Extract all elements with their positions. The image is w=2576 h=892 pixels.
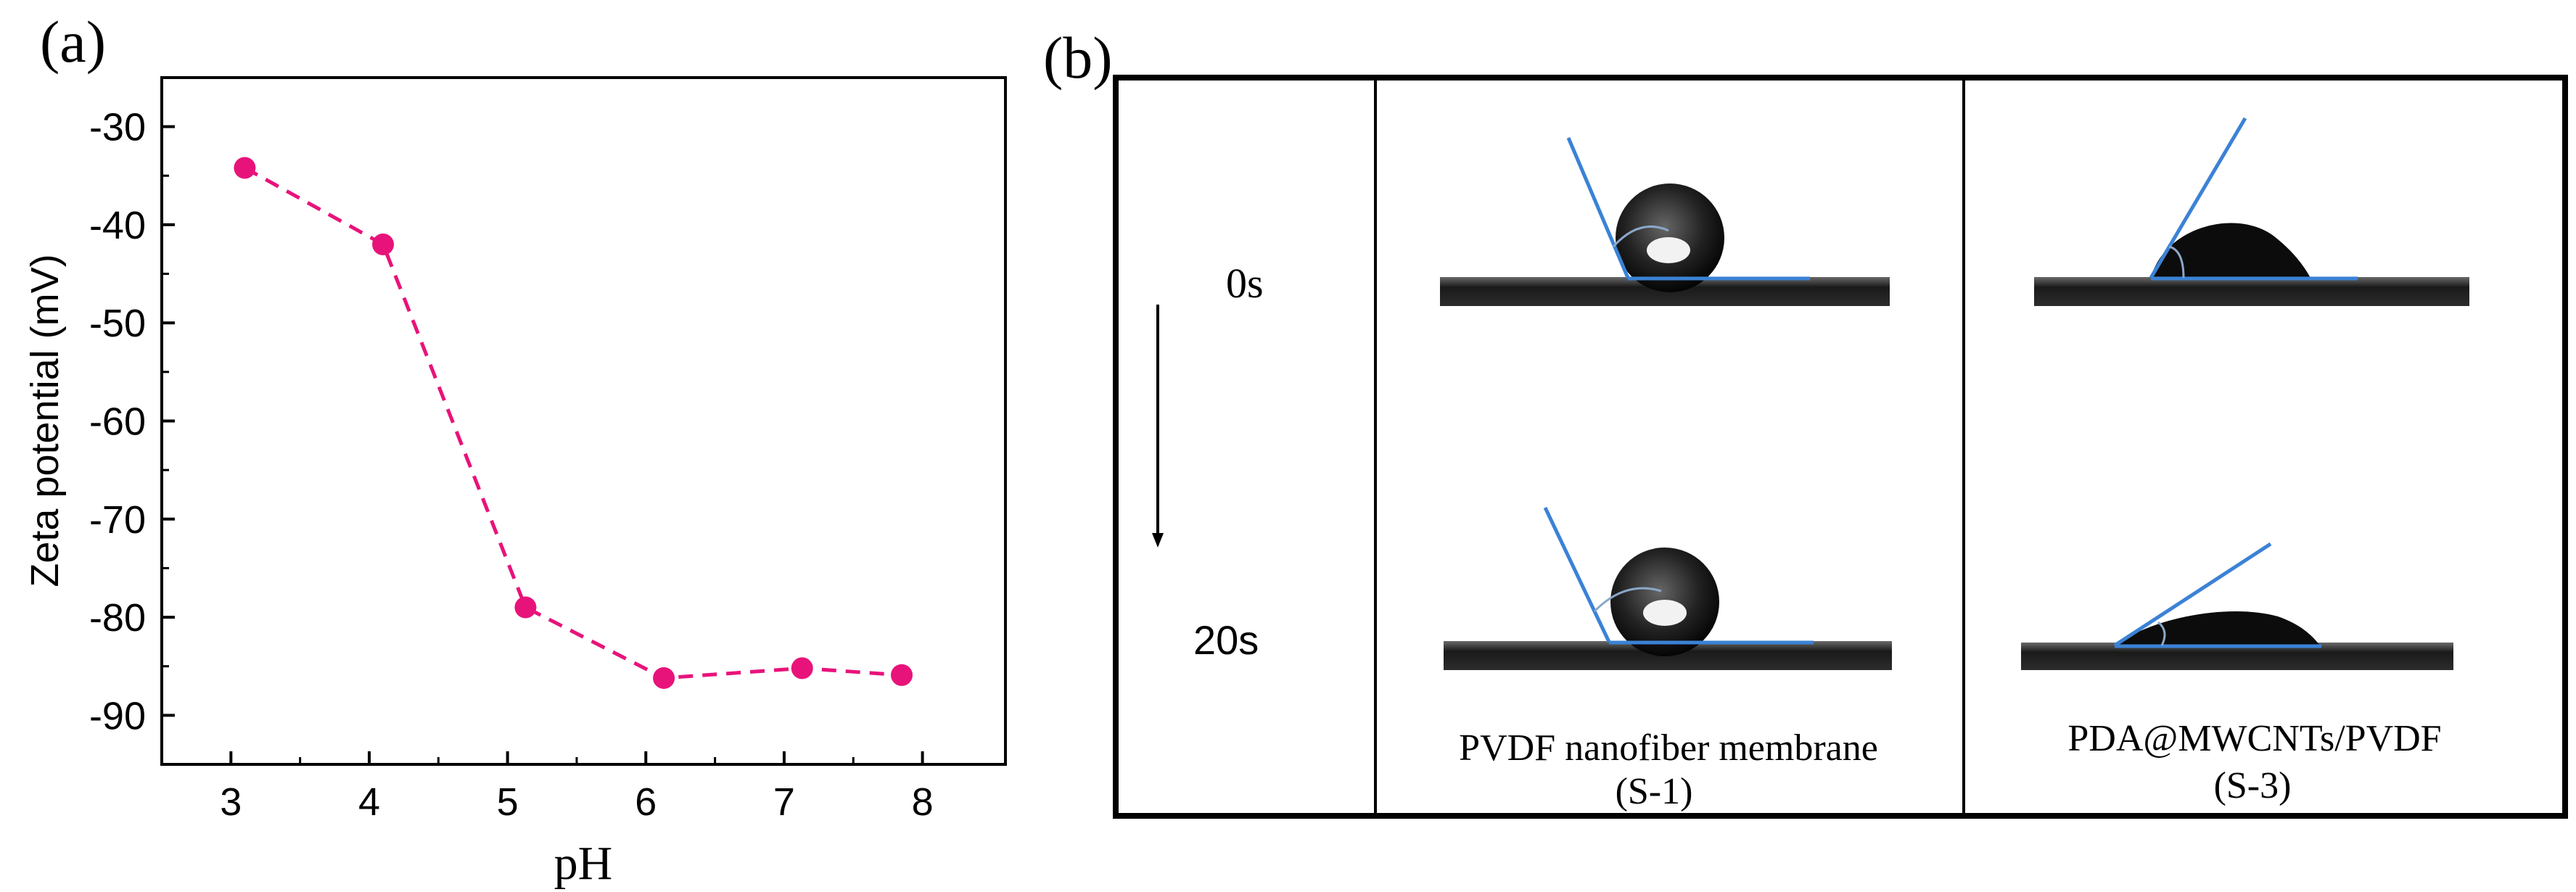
- y-tick-label: -70: [89, 498, 146, 542]
- s1-sample-label: (S-1): [1616, 771, 1693, 812]
- panel-a-label: (a): [40, 9, 106, 75]
- data-points: [234, 157, 913, 689]
- table-frame: [1113, 75, 2568, 819]
- x-tick-label: 3: [220, 780, 242, 824]
- panel-b-label: (b): [1043, 25, 1113, 91]
- s1-0s-image: [1440, 137, 1890, 306]
- data-point: [791, 657, 813, 680]
- x-tick-label: 5: [497, 780, 519, 824]
- y-tick-label: -50: [89, 302, 146, 345]
- angle-arc: [2157, 621, 2166, 646]
- y-tick-label: -40: [89, 204, 146, 247]
- y-axis-label: Zeta potential (mV): [23, 254, 67, 587]
- zeta-chart: -30 -40 -50 -60 -70 -80 -90 3 4 5 6 7 8 Zeta potent…: [23, 76, 1007, 890]
- y-tick-label: -80: [89, 596, 146, 640]
- angle-arc: [1593, 587, 1662, 613]
- membrane-base: [2034, 277, 2469, 306]
- s1-caption: PVDF nanofiber membrane: [1459, 727, 1878, 769]
- tangent-line: [1566, 137, 1630, 278]
- s1-20s-image: [1444, 506, 1892, 670]
- droplet-highlight: [1647, 237, 1690, 263]
- time-label-20s: 20s: [1193, 617, 1259, 663]
- s3-sample-label: (S-3): [2214, 765, 2292, 806]
- tangent-line: [2113, 542, 2272, 648]
- x-tick-label: 8: [912, 780, 934, 824]
- y-tick-label: -90: [89, 694, 146, 738]
- water-droplet: [2115, 611, 2320, 645]
- angle-arc: [1612, 225, 1669, 248]
- plot-frame: [160, 76, 1007, 766]
- water-droplet: [2151, 223, 2310, 278]
- y-tick-label: -60: [89, 400, 146, 444]
- s3-0s-image: [2034, 117, 2469, 306]
- x-axis-label: pH: [554, 837, 613, 890]
- data-point: [514, 596, 537, 619]
- angle-arc: [2168, 245, 2185, 278]
- x-tick-label: 6: [635, 780, 657, 824]
- data-point: [372, 233, 395, 255]
- tangent-line: [2149, 117, 2247, 279]
- time-arrow-head: [1152, 533, 1164, 548]
- s3-caption: PDA@MWCNTs/PVDF: [2067, 718, 2441, 759]
- data-point: [653, 666, 675, 689]
- x-tick-label: 7: [773, 780, 795, 824]
- x-axis-ticks: 3 4 5 6 7 8: [220, 751, 934, 824]
- data-point: [891, 664, 913, 686]
- series-line: [244, 166, 902, 680]
- s3-20s-image: [2021, 542, 2453, 670]
- y-tick-label: -30: [89, 106, 146, 149]
- y-axis-ticks: -30 -40 -50 -60 -70 -80 -90: [89, 76, 175, 738]
- x-tick-label: 4: [358, 780, 380, 824]
- contact-angle-table: 0s 20s: [1113, 75, 2568, 819]
- tangent-line: [1543, 506, 1611, 643]
- data-point: [234, 157, 256, 179]
- time-label-0s: 0s: [1226, 260, 1264, 307]
- droplet-highlight: [1643, 600, 1687, 626]
